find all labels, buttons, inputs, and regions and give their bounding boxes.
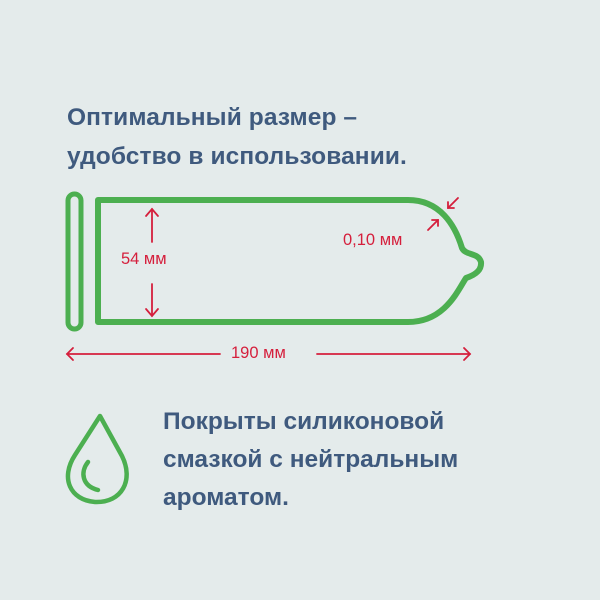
water-drop-icon [65,413,129,505]
rim-outline [65,191,84,332]
feature-line-1: Покрыты силиконовой [163,408,445,435]
headline-line-1: Оптимальный размер – [67,104,358,131]
thickness-arrows [427,197,459,231]
length-label: 190 мм [231,344,286,362]
headline: Оптимальный размер – удобство в использо… [67,98,407,176]
body-outline [95,197,485,325]
feature-text: Покрыты силиконовой смазкой с нейтральны… [163,403,458,517]
feature-line-2: смазкой с нейтральным [163,446,459,473]
feature-line-3: ароматом. [163,484,289,511]
height-label: 54 мм [121,250,167,268]
headline-line-2: удобство в использовании. [67,143,407,170]
thickness-label: 0,10 мм [343,231,403,249]
length-arrow [65,347,472,361]
height-arrow [145,207,159,318]
